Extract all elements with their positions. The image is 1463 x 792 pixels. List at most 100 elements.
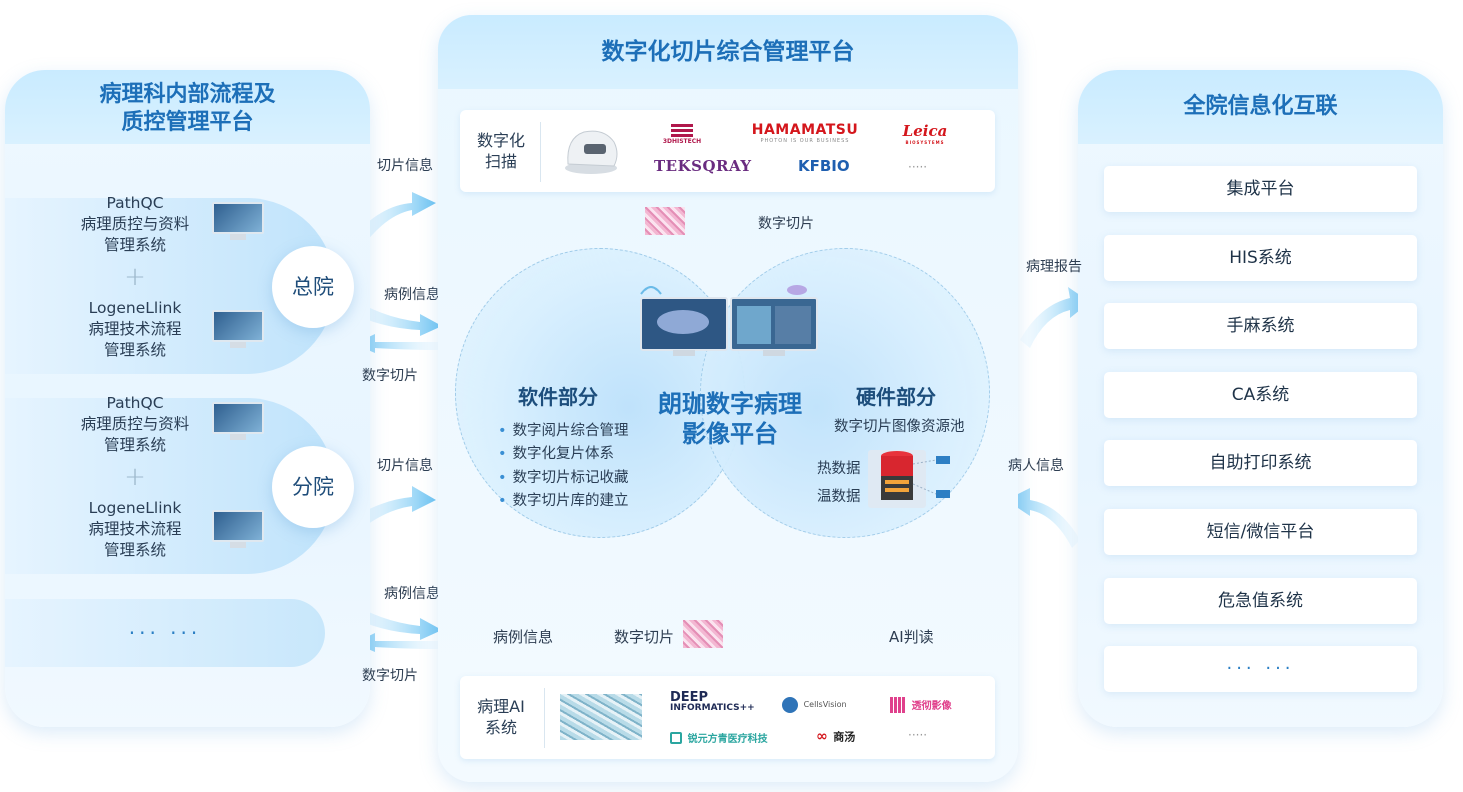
software-item-1: •数字阅片综合管理 xyxy=(498,423,629,439)
logenelink-desc2: 管理系统 xyxy=(103,341,166,359)
slide-thumbnail xyxy=(645,207,685,235)
logo-deep-informatics: DEEP INFORMATICS++ xyxy=(670,690,755,714)
arrow-digital-slice-back-1 xyxy=(354,334,440,353)
label-digital-slice-bottom: 数字切片 xyxy=(614,628,675,646)
logenelink-system-1[interactable]: LogeneLlink 病理技术流程 管理系统 xyxy=(60,298,210,361)
storage-pool-icon xyxy=(868,450,950,508)
label-case-info-1: 病例信息 xyxy=(384,287,440,303)
core-title-line2: 影像平台 xyxy=(682,420,778,448)
label-pathology-report: 病理报告 xyxy=(1026,259,1082,275)
arrow-case-info-2 xyxy=(350,605,442,640)
logo-teksqray: TEKSQRAY xyxy=(654,157,752,175)
pathqc-system-2[interactable]: PathQC 病理质控与资料 管理系统 xyxy=(60,393,210,456)
his-system-item[interactable]: HIS系统 xyxy=(1104,235,1417,281)
more-logos: ····· xyxy=(908,160,928,174)
logo-3dhistech: 3DHISTECH xyxy=(660,124,704,145)
hospital-main-badge[interactable]: 总院 xyxy=(272,246,354,328)
hardware-circle xyxy=(700,248,990,538)
logenelink-desc: 病理技术流程 xyxy=(88,320,182,338)
divider xyxy=(540,122,541,182)
ai-label-line2: 系统 xyxy=(484,718,517,737)
label-ai-reading: AI判读 xyxy=(889,628,934,646)
plus-icon: + xyxy=(124,262,146,292)
left-panel-title: 病理科内部流程及 质控管理平台 xyxy=(5,70,370,144)
self-print-system-item[interactable]: 自助打印系统 xyxy=(1104,440,1417,486)
software-item-2-text: 数字化复片体系 xyxy=(512,446,615,462)
monitor-icon xyxy=(212,202,264,240)
scan-label: 数字化 扫描 xyxy=(466,130,536,172)
label-patient-info: 病人信息 xyxy=(1008,458,1064,474)
logo-ruiyuan: 锐元方青医疗科技 xyxy=(670,727,768,746)
logo-deep-text: DEEP xyxy=(670,690,709,705)
logo-hamamatsu-tagline: PHOTON IS OUR BUSINESS xyxy=(760,138,850,144)
logo-sensetime: ∞ 商汤 xyxy=(816,728,856,745)
logenelink-system-2[interactable]: LogeneLlink 病理技术流程 管理系统 xyxy=(60,498,210,561)
pathqc-desc2: 管理系统 xyxy=(103,436,166,454)
label-digital-slice-2: 数字切片 xyxy=(362,668,418,684)
logo-hamamatsu: HAMAMATSU PHOTON IS OUR BUSINESS xyxy=(750,122,860,144)
pathqc-desc2: 管理系统 xyxy=(103,236,166,254)
arrow-slice-info-1 xyxy=(350,192,436,250)
logo-cellsvision: CellsVision xyxy=(782,694,847,713)
label-slice-info-2: 切片信息 xyxy=(377,458,433,474)
right-panel-title: 全院信息化互联 xyxy=(1078,70,1443,144)
scan-label-line1: 数字化 xyxy=(476,131,525,150)
right-more-item[interactable]: ··· ··· xyxy=(1104,646,1417,692)
more-logos: ····· xyxy=(908,728,928,742)
slide-thumbnail xyxy=(683,620,723,648)
logo-tochoice-text: 透彻影像 xyxy=(911,701,952,712)
label-case-info-bottom: 病例信息 xyxy=(493,628,554,646)
core-title-line1: 朗珈数字病理 xyxy=(658,390,802,418)
hardware-subtitle: 数字切片图像资源池 xyxy=(834,419,965,435)
logenelink-desc: 病理技术流程 xyxy=(88,520,182,538)
pathqc-system-1[interactable]: PathQC 病理质控与资料 管理系统 xyxy=(60,193,210,256)
ca-system-item[interactable]: CA系统 xyxy=(1104,372,1417,418)
anesthesia-system-item[interactable]: 手麻系统 xyxy=(1104,303,1417,349)
logo-cellsvision-text: CellsVision xyxy=(803,700,847,709)
logo-kfbio: KFBIO xyxy=(798,157,850,175)
pathqc-desc: 病理质控与资料 xyxy=(80,415,190,433)
plus-icon: + xyxy=(124,462,146,492)
arrow-digital-slice-back-2 xyxy=(354,633,440,652)
scan-strip: 数字化 扫描 3DHISTECH HAMAMATSU PHOTON IS OUR… xyxy=(460,110,995,192)
center-panel-title: 数字化切片综合管理平台 xyxy=(438,15,1018,89)
integration-platform-item[interactable]: 集成平台 xyxy=(1104,166,1417,212)
logo-hamamatsu-text: HAMAMATSU xyxy=(751,122,859,138)
workstation-monitors-icon xyxy=(640,285,818,356)
software-item-4: •数字切片库的建立 xyxy=(498,493,629,509)
logo-leica: Leica BIOSYSTEMS xyxy=(900,122,950,145)
arrow-report-out xyxy=(1020,287,1090,348)
left-more-item[interactable]: ··· ··· xyxy=(5,599,325,667)
divider xyxy=(544,688,545,748)
logenelink-desc2: 管理系统 xyxy=(103,541,166,559)
label-digital-slice-top: 数字切片 xyxy=(758,216,814,232)
arrow-slice-info-2 xyxy=(350,486,436,530)
left-title-line2: 质控管理平台 xyxy=(121,110,254,135)
warm-data-label: 温数据 xyxy=(817,489,861,505)
software-item-1-text: 数字阅片综合管理 xyxy=(512,423,629,439)
logo-sensetime-text: 商汤 xyxy=(833,730,856,744)
pathqc-name: PathQC xyxy=(106,394,164,412)
label-digital-slice-1: 数字切片 xyxy=(362,368,418,384)
hot-data-label: 热数据 xyxy=(817,461,861,477)
critical-value-system-item[interactable]: 危急值系统 xyxy=(1104,578,1417,624)
logenelink-name: LogeneLlink xyxy=(88,499,182,517)
monitor-icon xyxy=(212,510,264,548)
hardware-title: 硬件部分 xyxy=(856,385,936,409)
software-item-2: •数字化复片体系 xyxy=(498,446,615,462)
software-item-4-text: 数字切片库的建立 xyxy=(512,493,629,509)
monitor-icon xyxy=(212,402,264,440)
software-title: 软件部分 xyxy=(518,385,598,409)
software-item-3-text: 数字切片标记收藏 xyxy=(512,470,629,486)
scan-label-line2: 扫描 xyxy=(484,152,517,171)
software-circle xyxy=(455,248,745,538)
software-item-3: •数字切片标记收藏 xyxy=(498,470,629,486)
arrow-case-info-1 xyxy=(350,300,442,336)
ai-slide-image xyxy=(560,694,642,740)
left-title-line1: 病理科内部流程及 xyxy=(99,82,276,107)
pathqc-desc: 病理质控与资料 xyxy=(80,215,190,233)
hospital-branch-badge[interactable]: 分院 xyxy=(272,446,354,528)
sms-wechat-platform-item[interactable]: 短信/微信平台 xyxy=(1104,509,1417,555)
logo-leica-sub: BIOSYSTEMS xyxy=(905,140,945,145)
label-slice-info-1: 切片信息 xyxy=(377,158,433,174)
